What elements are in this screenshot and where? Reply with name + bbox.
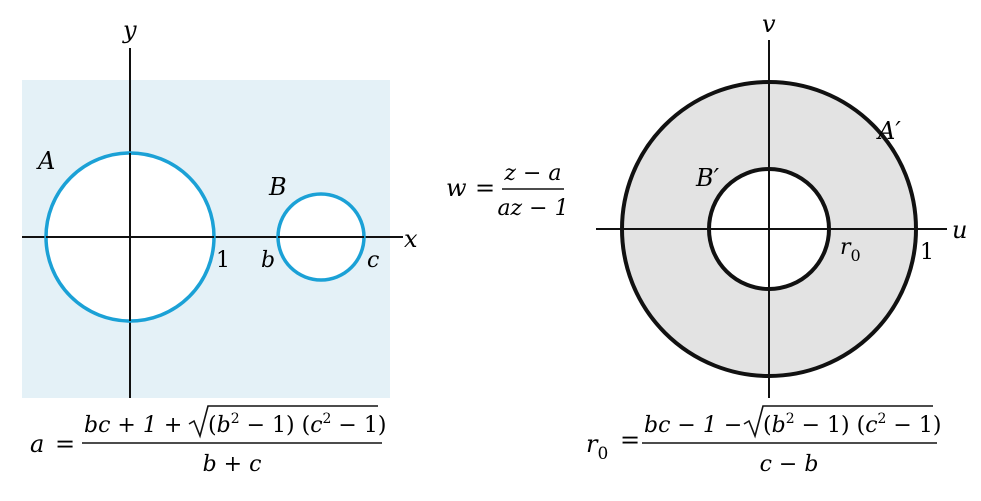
radius-label-r: r0	[840, 235, 861, 265]
y-axis-label: y	[122, 16, 137, 44]
mapping-equals: =	[475, 174, 495, 202]
formula-a-numerator-prefix: bc + 1 +	[84, 413, 182, 438]
formula-a-lhs: a	[30, 430, 44, 458]
formula-r0-lhs: r0	[586, 430, 608, 464]
tick-label-b: b	[261, 248, 275, 273]
formula-r0-numerator-prefix: bc − 1 −	[644, 413, 742, 438]
tick-label-1-right: 1	[920, 240, 934, 265]
circle-b-prime-label: B′	[695, 164, 720, 192]
left-z-plane: y x A B 1 b c	[22, 16, 418, 398]
formula-a-radicand: (b2 − 1) (c2 − 1)	[208, 411, 386, 438]
circle-b-label: B	[268, 173, 287, 201]
tick-label-c: c	[367, 248, 379, 273]
mapping-numerator: z − a	[503, 161, 561, 186]
tick-label-1: 1	[216, 248, 230, 273]
formula-a-equals: =	[55, 430, 75, 458]
v-axis-label: v	[762, 10, 776, 38]
formula-a: a = bc + 1 + (b2 − 1) (c2 − 1) b + c	[30, 405, 386, 477]
x-axis-label: x	[404, 225, 418, 253]
formula-r0: r0 = bc − 1 − (b2 − 1) (c2 − 1) c − b	[586, 405, 941, 477]
formula-r0-denominator: c − b	[760, 452, 819, 477]
formula-r0-radicand: (b2 − 1) (c2 − 1)	[763, 411, 941, 438]
circle-a-prime-label: A′	[876, 117, 901, 145]
circle-a-label: A	[36, 147, 55, 175]
formula-r0-equals: =	[620, 426, 640, 454]
formula-r0-radical-sign	[743, 405, 933, 439]
mapping-formula: w = z − a az − 1	[446, 161, 569, 221]
u-axis-label: u	[952, 216, 967, 244]
mapping-denominator: az − 1	[497, 196, 568, 221]
right-w-plane: v u A′ B′ r0 1	[596, 10, 967, 398]
formula-a-radical-sign	[188, 405, 378, 439]
formula-a-denominator: b + c	[203, 452, 262, 477]
mapping-lhs: w	[446, 174, 467, 202]
